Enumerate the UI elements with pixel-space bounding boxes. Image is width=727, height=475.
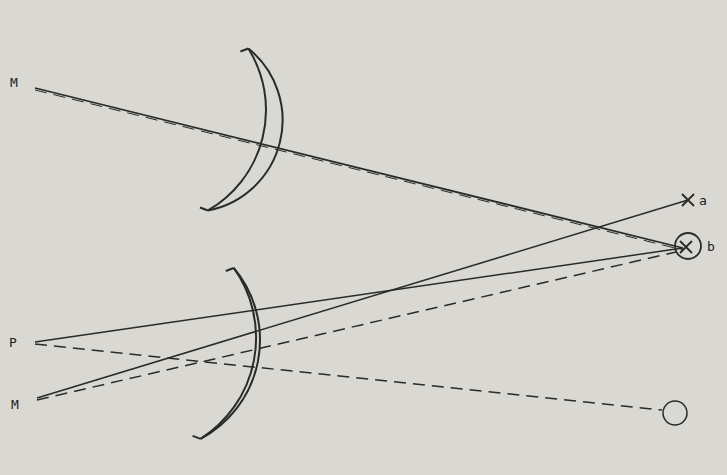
sight-line-dashed: [35, 344, 662, 410]
target-label: b: [707, 240, 715, 253]
sight-line: [35, 88, 683, 248]
cornea-notch: [240, 49, 248, 52]
target-cross: [680, 241, 692, 253]
sight-line: [35, 248, 683, 342]
top-eye-cornea: [208, 49, 283, 211]
sight-line: [37, 200, 688, 398]
point-label: M: [10, 76, 18, 89]
bottom-eye-cornea: [201, 268, 257, 439]
image-ring: [663, 401, 687, 425]
target-ring: [675, 233, 701, 259]
top-eye-globe: [208, 49, 266, 211]
cornea-notch: [200, 207, 208, 210]
point-label: M: [11, 398, 19, 411]
cornea-notch: [226, 268, 234, 271]
cornea-notch: [193, 436, 201, 439]
target-cross: [682, 194, 694, 206]
point-label: P: [9, 336, 17, 349]
target-label: a: [699, 194, 707, 207]
sight-line-dashed: [35, 90, 683, 250]
bottom-eye-globe: [201, 268, 260, 439]
